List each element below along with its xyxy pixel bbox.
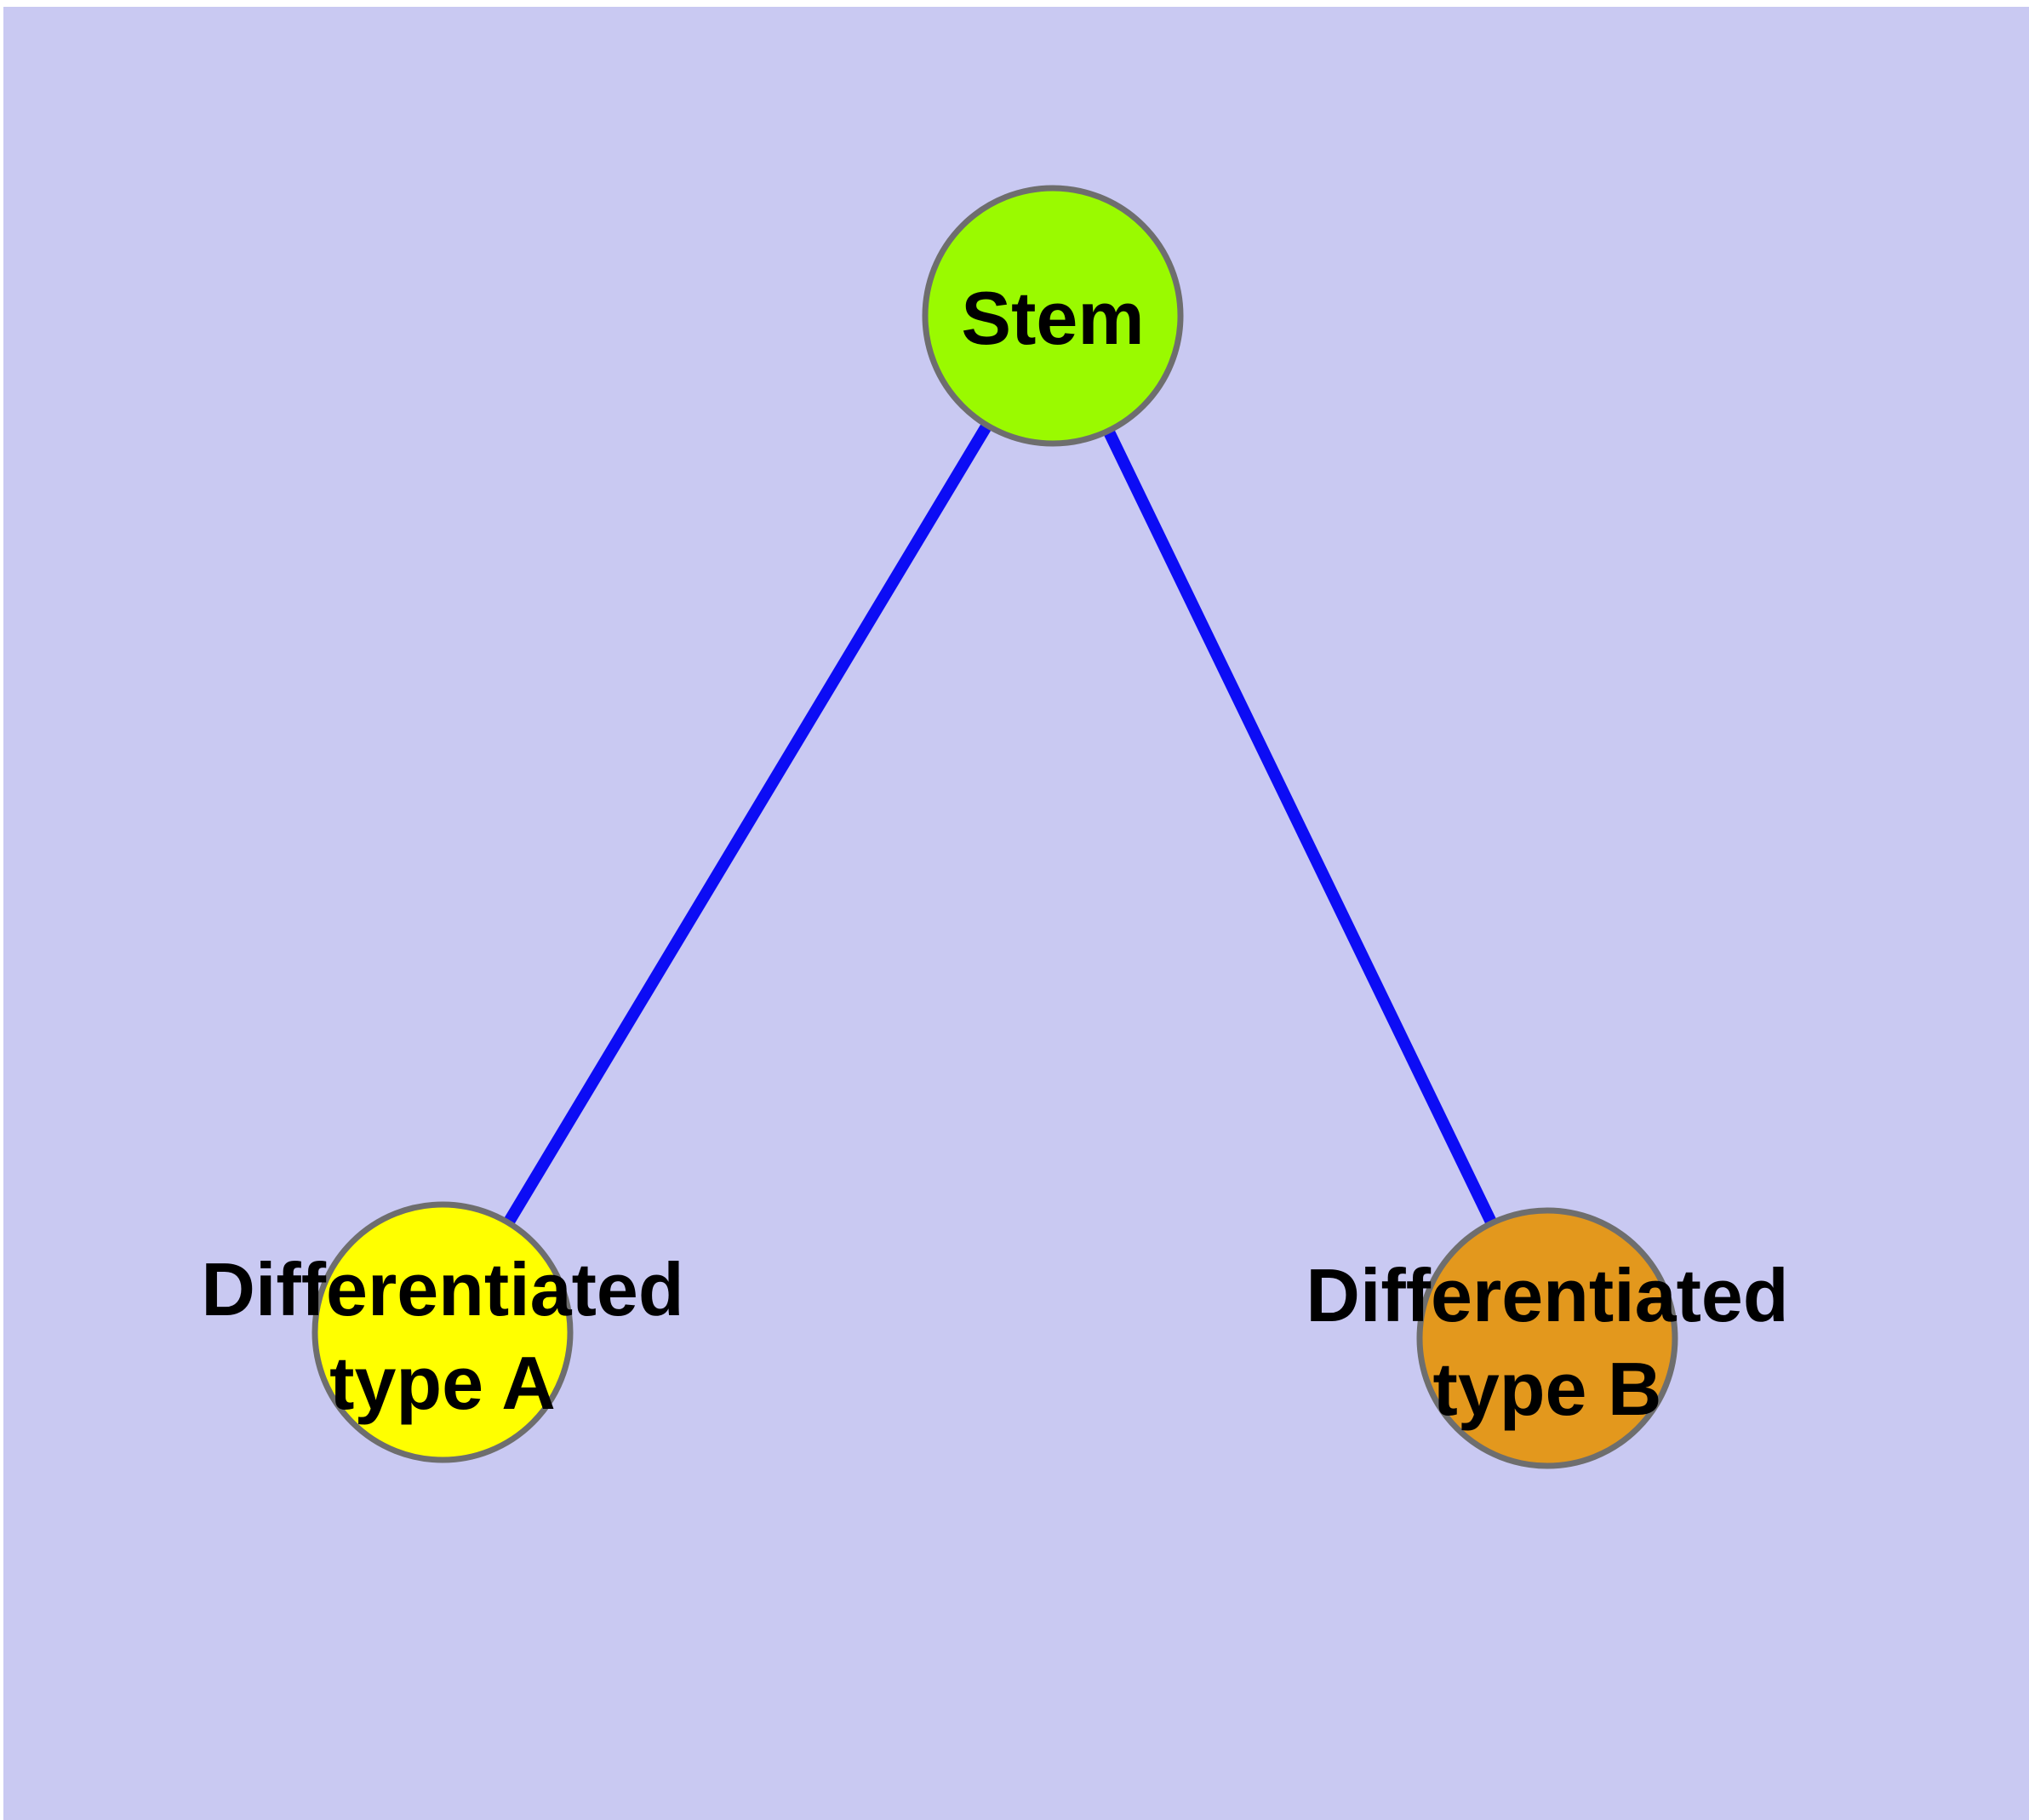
node-stem: Stem <box>922 185 1184 447</box>
edge-stem-typeA <box>437 312 1059 1336</box>
node-circle-stem <box>922 185 1184 447</box>
node-circle-typeA <box>311 1201 574 1463</box>
node-circle-typeB <box>1416 1207 1678 1469</box>
edge-stem-typeB <box>1047 312 1553 1342</box>
edges-layer <box>437 312 1553 1342</box>
node-label-stem: Stem <box>961 276 1144 360</box>
